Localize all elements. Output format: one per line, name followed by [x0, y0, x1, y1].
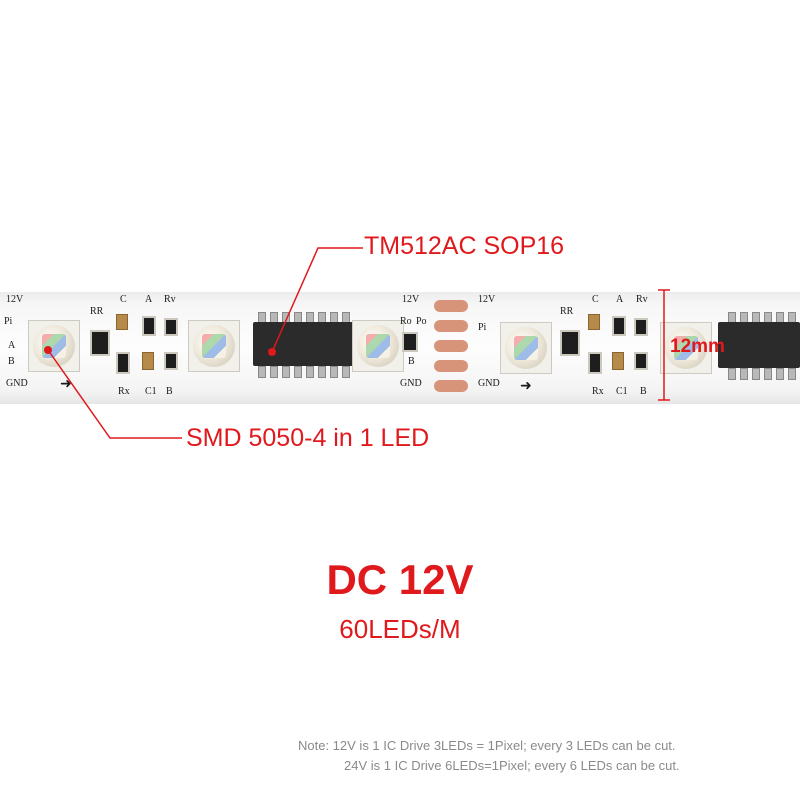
- silk-rr: RR: [90, 306, 104, 317]
- resistor: [402, 332, 418, 352]
- led-chip: [352, 320, 404, 372]
- led-chip: [28, 320, 80, 372]
- silk-rr-right: RR: [560, 306, 574, 317]
- silk-po: Po: [416, 316, 427, 327]
- resistor: [142, 316, 156, 336]
- silk-gnd: GND: [6, 378, 28, 389]
- arrow-right-icon: ➜: [60, 377, 72, 392]
- resistor: [588, 352, 602, 374]
- led-chip: [188, 320, 240, 372]
- silk-12v-right: 12V: [478, 294, 496, 305]
- silk-rx-right: Rx: [592, 386, 604, 397]
- density-subtitle: 60LEDs/M: [339, 614, 461, 644]
- arrow-right-icon: ➜: [520, 379, 532, 394]
- capacitor: [612, 352, 624, 370]
- resistor: [560, 330, 580, 356]
- capacitor: [142, 352, 154, 370]
- resistor: [116, 352, 130, 374]
- silk-ro: Ro: [400, 316, 412, 327]
- silk-gnd-mid: GND: [400, 378, 422, 389]
- led-callout-dot: [44, 346, 52, 354]
- note-line-1: Note: 12V is 1 IC Drive 3LEDs = 1Pixel; …: [298, 738, 676, 753]
- led-chip: [500, 322, 552, 374]
- led-chip: [660, 322, 712, 374]
- silk-pi: Pi: [4, 316, 13, 327]
- silk-pi-right: Pi: [478, 322, 487, 333]
- silk-a2: A: [145, 294, 153, 305]
- resistor: [164, 318, 178, 336]
- silk-c1-right: C1: [616, 386, 628, 397]
- silk-b2: B: [166, 386, 173, 397]
- silk-c1: C1: [145, 386, 157, 397]
- voltage-title: DC 12V: [326, 556, 474, 603]
- silk-a-right: A: [616, 294, 624, 305]
- resistor: [634, 352, 648, 370]
- silk-b-right: B: [640, 386, 647, 397]
- led-callout-label: SMD 5050-4 in 1 LED: [186, 424, 430, 452]
- silk-12v-mid: 12V: [402, 294, 420, 305]
- silk-rv: Rv: [164, 294, 176, 305]
- resistor: [90, 330, 110, 356]
- ic-callout-line: [271, 247, 363, 353]
- silk-c: C: [120, 294, 127, 305]
- capacitor: [588, 314, 600, 330]
- silk-12v: 12V: [6, 294, 24, 305]
- resistor: [612, 316, 626, 336]
- led-callout-line: [47, 349, 182, 439]
- resistor: [634, 318, 648, 336]
- silk-a: A: [8, 340, 16, 351]
- capacitor: [116, 314, 128, 330]
- silk-b-mid: B: [408, 356, 415, 367]
- width-label: 12mm: [670, 336, 725, 357]
- note-line-2: 24V is 1 IC Drive 6LEDs=1Pixel; every 6 …: [344, 758, 680, 773]
- silk-c-right: C: [592, 294, 599, 305]
- resistor: [164, 352, 178, 370]
- ic-callout-dot: [268, 348, 276, 356]
- ic-callout-label: TM512AC SOP16: [364, 232, 565, 260]
- silk-gnd-right: GND: [478, 378, 500, 389]
- silk-rv-right: Rv: [636, 294, 648, 305]
- silk-b: B: [8, 356, 15, 367]
- silk-rx: Rx: [118, 386, 130, 397]
